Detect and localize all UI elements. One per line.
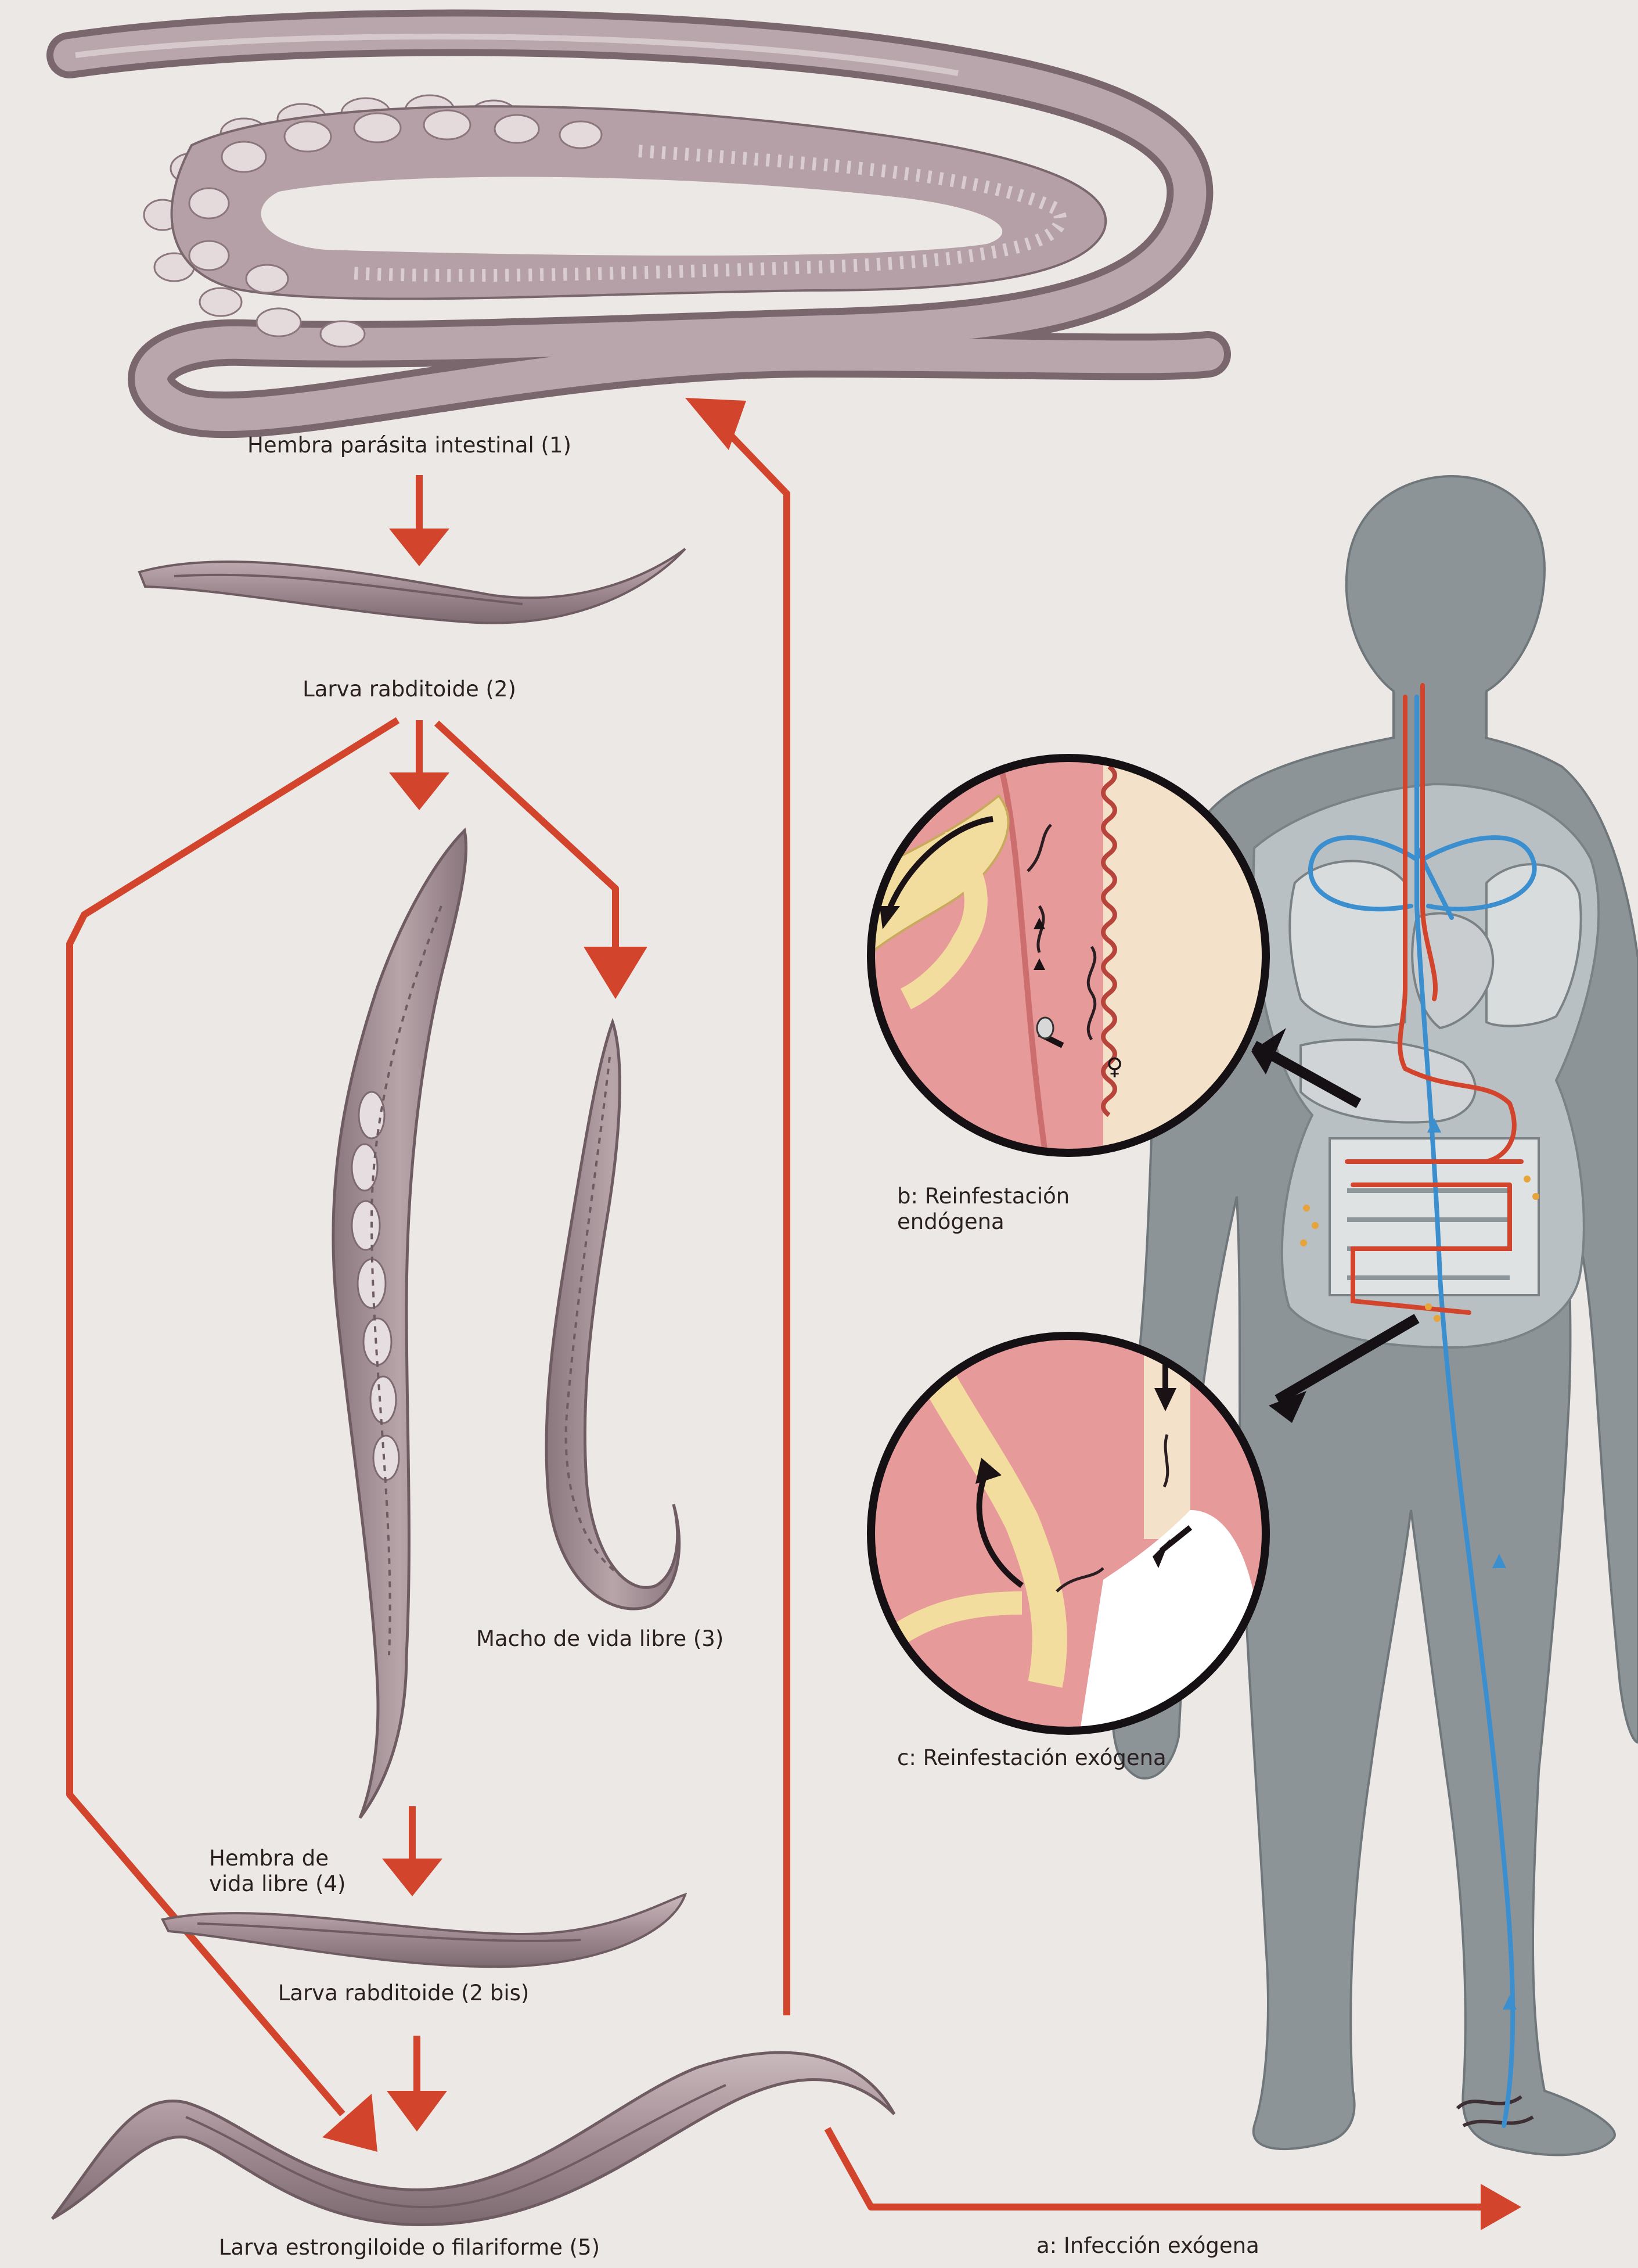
parasitic-female-worm (70, 33, 1208, 415)
route-b-label-line2: endógena (897, 1209, 1005, 1235)
filariform-larva-worm (52, 2053, 894, 2224)
route-a-label: a: Infección exógena (1036, 2233, 1259, 2259)
stage1-label: Hembra parásita intestinal (1) (247, 433, 571, 458)
free-living-male-worm (546, 1022, 679, 1609)
stage4-label-line1: Hembra de (209, 1846, 329, 1871)
route-c-label: c: Reinfestación exógena (897, 1745, 1167, 1771)
stage5-label: Larva estrongiloide o filariforme (5) (219, 2235, 600, 2260)
stage4-label-line2: vida libre (4) (209, 1871, 345, 1897)
route-b-label-line1: b: Reinfestación (897, 1184, 1070, 1209)
stage2bis-label: Larva rabditoide (2 bis) (278, 1981, 530, 2006)
female-symbol: ♀ (1106, 1054, 1123, 1080)
human-body-figure (1113, 476, 1638, 2155)
stage3-label: Macho de vida libre (3) (476, 1626, 723, 1652)
stage2-label: Larva rabditoide (2) (303, 677, 516, 702)
free-living-female-worm (333, 831, 466, 1818)
rhabditoid-larva-bis-worm (163, 1895, 685, 1967)
rhabditoid-larva-worm (139, 549, 685, 623)
